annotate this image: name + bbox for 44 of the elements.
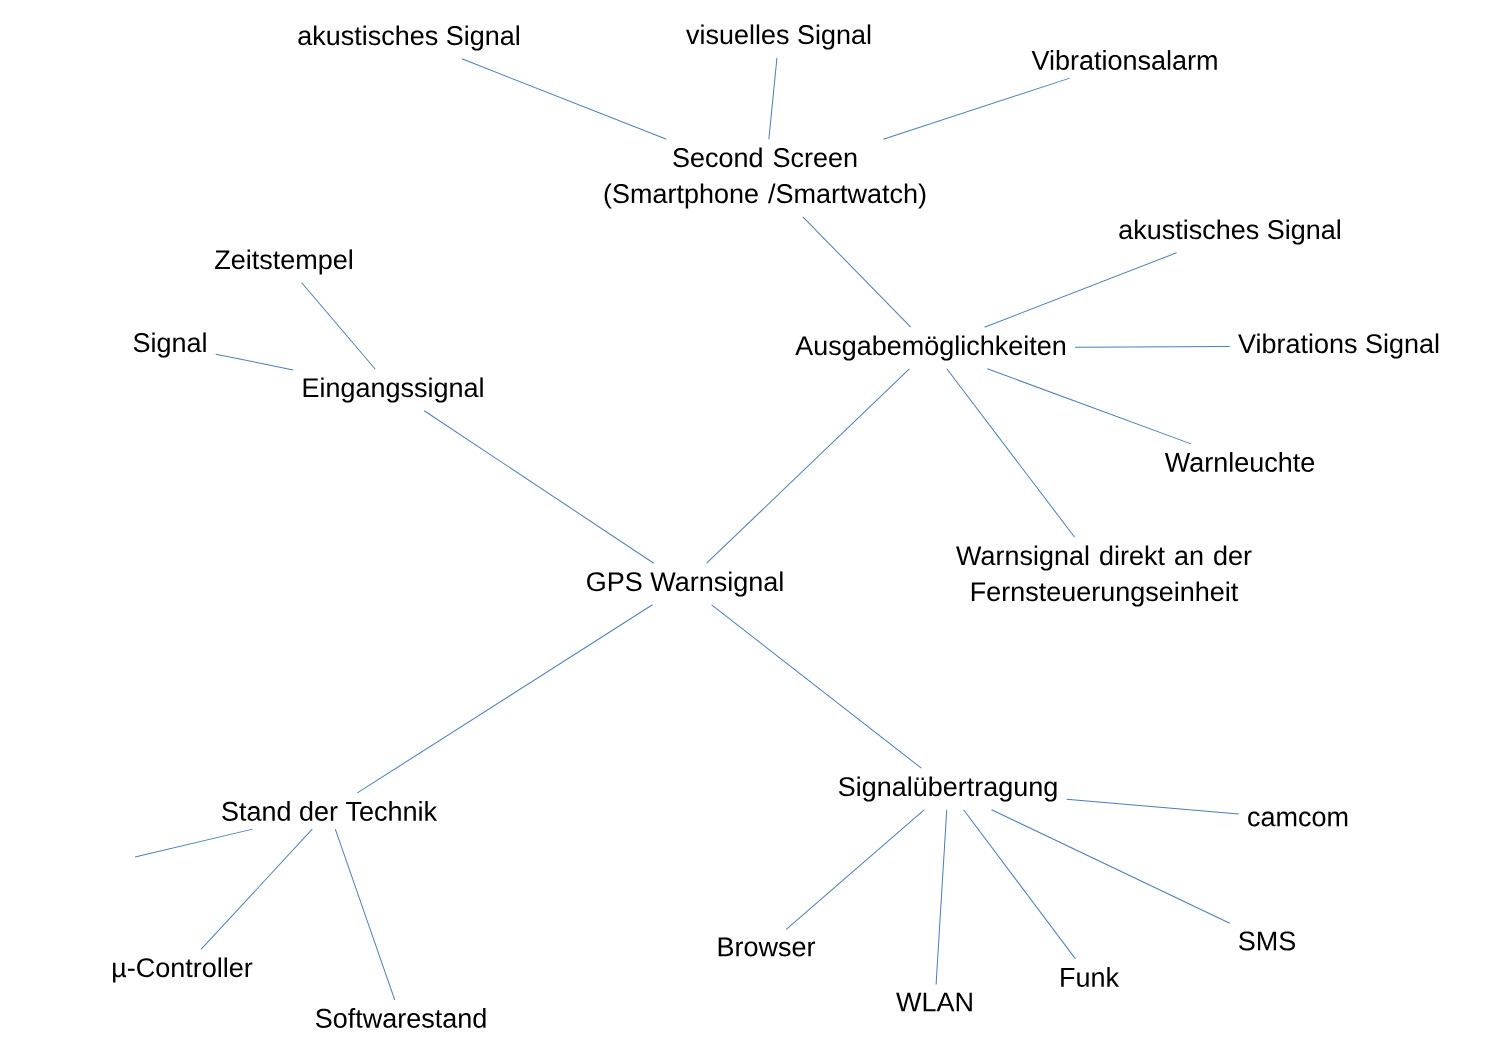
connector-line (134, 828, 254, 858)
node-label: Softwarestand (315, 1008, 486, 1028)
node-label: Signalübertragung (838, 776, 1057, 802)
node-label: Warnleuchte (1164, 452, 1315, 472)
node-label: akustisches Signal (1119, 219, 1340, 245)
connector-line (946, 368, 1076, 538)
connector-line (882, 77, 1071, 140)
connector-line (986, 368, 1192, 445)
node-label: Ausgabemöglichkeiten (795, 335, 1066, 361)
connector-line (768, 57, 778, 140)
node-label: Vibrations Signal (1238, 333, 1439, 359)
node-label: Signal (133, 332, 206, 358)
connector-line (706, 368, 910, 564)
connector-line (356, 604, 653, 794)
connector-line (1066, 798, 1240, 815)
connector-line (301, 282, 376, 370)
node-label: Warnsignal direkt an der Fernsteuerungseinheit (956, 545, 1252, 607)
node-label: Browser (718, 937, 816, 957)
connector-line (334, 828, 396, 1001)
node-label: Eingangssignal (303, 377, 483, 403)
node-label: Zeitstempel (215, 249, 352, 275)
connector-line (785, 809, 925, 930)
node-label: µ-Controller (113, 957, 253, 983)
connector-line (963, 809, 1076, 960)
node-label: akustisches Signal (298, 25, 519, 51)
node-label: Vibrationsalarm (1031, 50, 1217, 70)
connector-line (461, 58, 667, 140)
node-label: SMS (1239, 931, 1296, 951)
connector-line (984, 252, 1178, 328)
node-label: Funk (1061, 967, 1120, 987)
connector-line (215, 353, 294, 371)
connector-line (423, 410, 655, 564)
node-label: WLAN (896, 992, 972, 1012)
connector-line (200, 828, 313, 950)
connector-line (711, 604, 922, 769)
node-label: camcom (1248, 811, 1348, 827)
node-label: Second Screen (Smartphone /Smartwatch) (604, 147, 926, 209)
node-label: visuelles Signal (686, 24, 871, 50)
connector-line (991, 809, 1231, 924)
connector-line (935, 809, 948, 985)
connector-line (1074, 346, 1231, 348)
node-label: Stand der Technik (222, 801, 438, 821)
node-label: GPS Warnsignal (587, 571, 783, 597)
connector-line (802, 216, 912, 328)
